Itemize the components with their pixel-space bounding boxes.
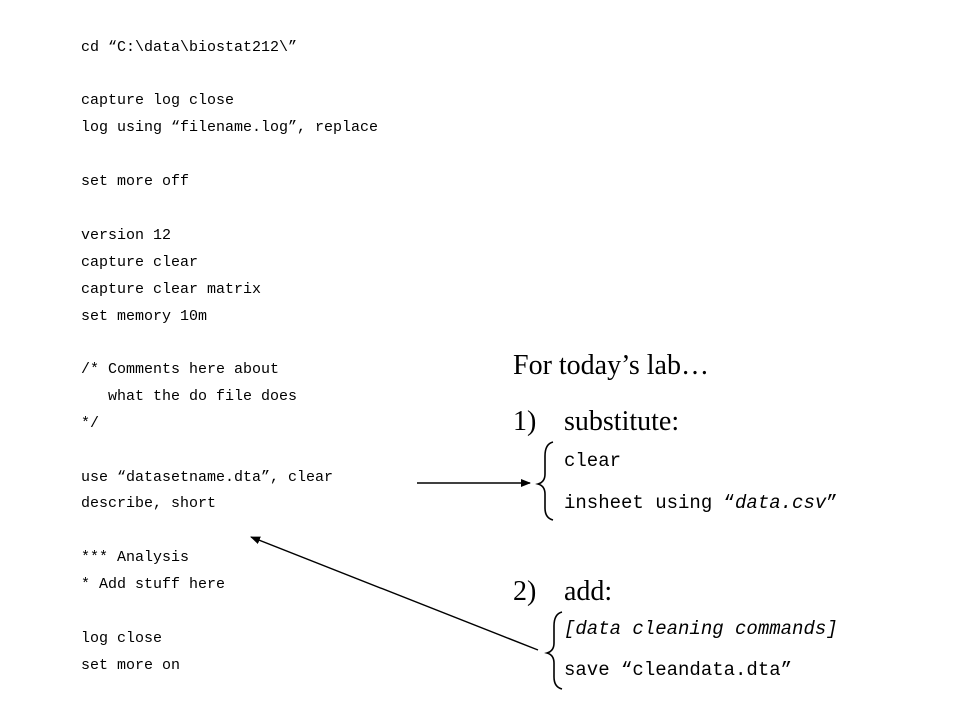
code-line-capture-clear-matrix: capture clear matrix xyxy=(81,281,262,298)
step-2-label: add: xyxy=(564,576,613,607)
substitute-line-insheet: insheet using “data.csv” xyxy=(564,492,838,514)
code-line-log-close: log close xyxy=(81,630,163,647)
add-line-save: save “cleandata.dta” xyxy=(564,659,793,681)
insheet-filename: data.csv xyxy=(735,492,827,514)
step-1-label: substitute: xyxy=(564,406,680,437)
code-line-comment-end: */ xyxy=(81,415,100,432)
arrow-to-describe xyxy=(250,536,539,651)
code-line-comment-body: what the do file does xyxy=(81,388,298,405)
code-line-comment-start: /* Comments here about xyxy=(81,361,280,378)
code-line-set-more-off: set more off xyxy=(81,173,190,190)
code-line-cd: cd “C:\data\biostat212\” xyxy=(81,39,298,56)
code-line-log-using: log using “filename.log”, replace xyxy=(81,119,379,136)
step-2-number: 2) xyxy=(513,576,537,607)
code-line-version: version 12 xyxy=(81,227,172,244)
add-brace xyxy=(544,611,563,690)
code-line-capture-log-close: capture log close xyxy=(81,92,235,109)
code-line-set-more-on: set more on xyxy=(81,657,181,674)
substitute-brace xyxy=(535,441,554,521)
insheet-prefix: insheet using “ xyxy=(564,492,736,514)
code-line-describe: describe, short xyxy=(81,495,217,512)
code-line-use: use “datasetname.dta”, clear xyxy=(81,469,334,486)
substitute-line-clear: clear xyxy=(564,450,622,472)
add-line-cleaning: [data cleaning commands] xyxy=(564,618,838,640)
code-line-analysis: *** Analysis xyxy=(81,549,190,566)
insheet-suffix: ” xyxy=(826,492,838,514)
code-line-capture-clear: capture clear xyxy=(81,254,199,271)
code-line-set-memory: set memory 10m xyxy=(81,308,208,325)
lab-heading: For today’s lab… xyxy=(513,350,709,381)
code-line-add-stuff: * Add stuff here xyxy=(81,576,226,593)
step-1-number: 1) xyxy=(513,406,537,437)
